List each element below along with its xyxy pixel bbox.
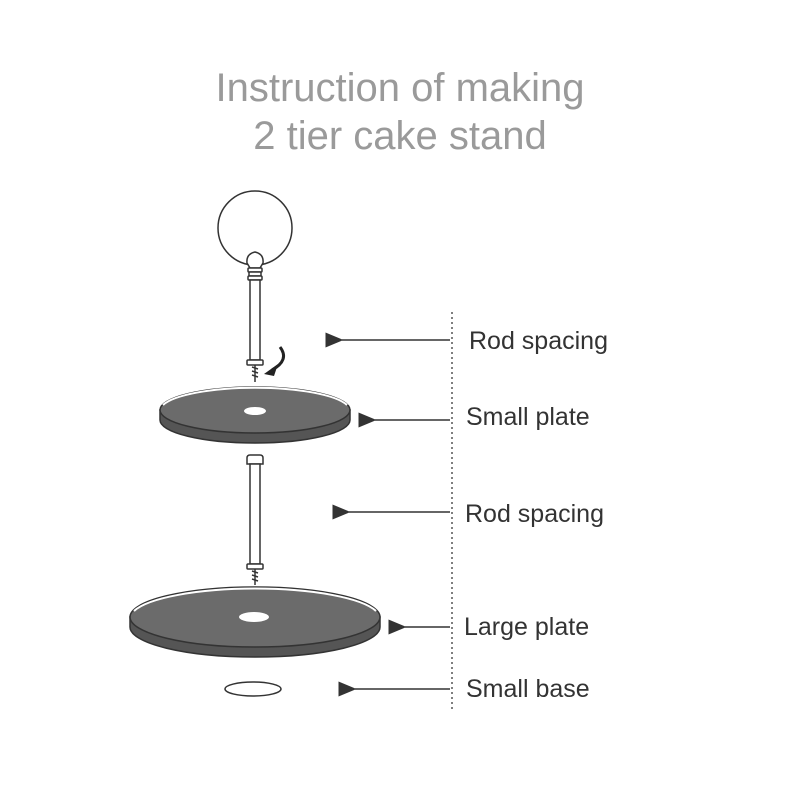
- lower-rod: [246, 454, 264, 585]
- label-small-plate: Small plate: [466, 403, 590, 431]
- large-plate: [129, 586, 381, 658]
- handle-ring: [217, 190, 293, 281]
- label-rod-spacing-bottom: Rod spacing: [465, 500, 604, 528]
- label-small-base: Small base: [466, 675, 590, 703]
- small-base: [224, 681, 282, 697]
- label-rod-spacing-top: Rod spacing: [469, 327, 608, 355]
- title-line-1: Instruction of making: [215, 66, 585, 110]
- title-line-2: 2 tier cake stand: [253, 114, 547, 158]
- label-large-plate: Large plate: [464, 613, 590, 641]
- top-rod: [246, 279, 264, 382]
- rotate-arrow-icon: [264, 346, 286, 376]
- small-plate: [159, 386, 351, 444]
